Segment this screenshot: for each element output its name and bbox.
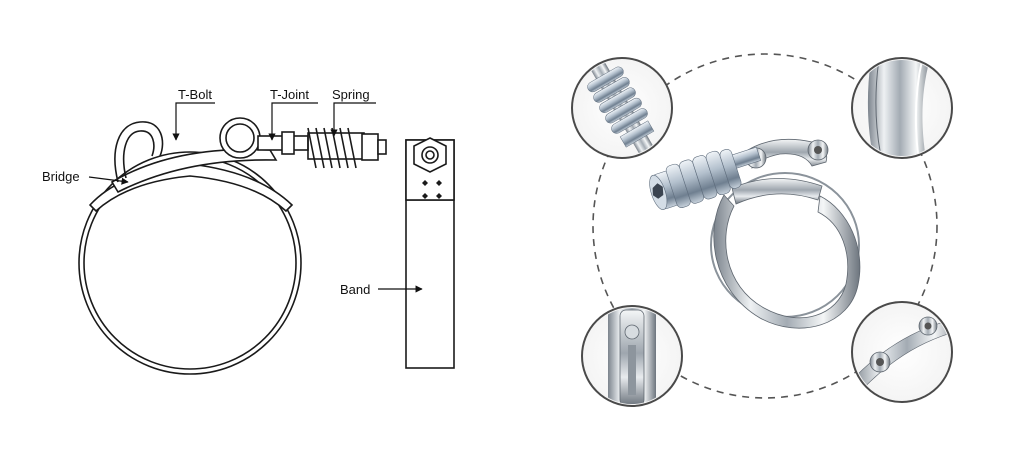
photo-band: [713, 194, 861, 329]
leader-lines: [88, 102, 423, 293]
spring-leader: [330, 102, 376, 137]
left-loop: [114, 121, 164, 183]
label-tjoint: T-Joint: [270, 87, 309, 102]
detail-spring: [571, 57, 673, 159]
tjoint-leader: [268, 102, 318, 141]
detail-tjoint: [851, 301, 953, 403]
bridge-leader: [88, 176, 129, 185]
side-view-rivets: [422, 180, 442, 199]
dashed-circle: [592, 53, 938, 399]
photo-spring: [649, 149, 742, 210]
band-ring-outer: [78, 151, 302, 375]
nut-outline: [361, 133, 379, 161]
clamp-product-photo: [649, 138, 861, 329]
detail-band-edge: [851, 57, 953, 159]
label-band: Band: [340, 282, 370, 297]
spring-coils: [307, 127, 365, 169]
side-view-hex-nut: [413, 137, 447, 173]
label-tbolt: T-Bolt: [178, 87, 212, 102]
label-spring: Spring: [332, 87, 370, 102]
label-bridge: Bridge: [42, 169, 80, 184]
tbolt-leader: [172, 102, 215, 141]
detail-bridge: [581, 305, 683, 407]
clamp-line-drawing: [78, 117, 455, 375]
saddle-strap: [110, 148, 278, 194]
